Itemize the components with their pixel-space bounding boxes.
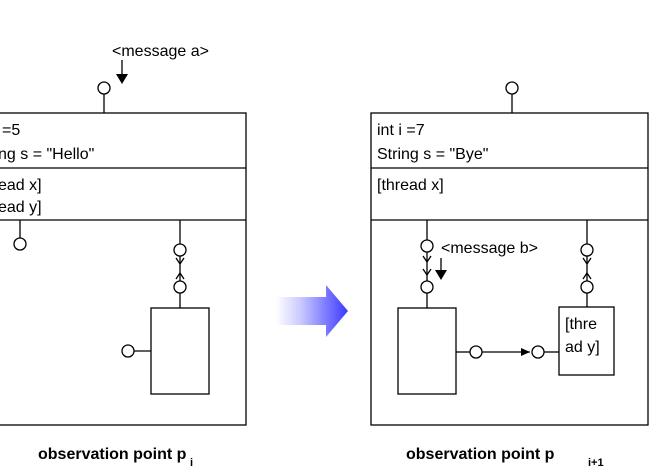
left-state-line-1: =5 bbox=[2, 122, 20, 139]
left-thread-line-1: ead x] bbox=[0, 177, 42, 194]
right-left-connector-arrow-up bbox=[422, 255, 432, 264]
right-left-connector-port-lower bbox=[420, 280, 434, 294]
left-object: <message a> =5 ng s = "Hello" ead x] ead… bbox=[0, 43, 247, 426]
right-thread-box-line-2: ad y] bbox=[565, 339, 600, 356]
left-caption-subscript: i bbox=[190, 457, 193, 469]
right-caption-subscript: i+1 bbox=[588, 457, 604, 469]
left-connector-arrow-down bbox=[175, 271, 185, 280]
right-object: int i =7 String s = "Bye" [thread x] <me… bbox=[370, 81, 649, 426]
left-inner-box bbox=[150, 307, 210, 395]
left-connector-port-upper bbox=[173, 243, 187, 257]
left-connector-arrow-up bbox=[175, 257, 185, 266]
right-thread-box-line-1: [thre bbox=[565, 316, 597, 333]
right-message-label: <message b> bbox=[441, 240, 538, 257]
right-link-port-right bbox=[531, 345, 545, 359]
right-inner-box-thread bbox=[558, 306, 615, 376]
right-thread-line-1: [thread x] bbox=[377, 177, 444, 194]
right-left-connector-port-upper bbox=[420, 239, 434, 253]
left-message-arrowhead bbox=[116, 74, 128, 84]
left-state-line-2: ng s = "Hello" bbox=[0, 146, 94, 163]
left-message-label: <message a> bbox=[112, 43, 209, 60]
right-top-port bbox=[505, 81, 519, 95]
right-right-connector-port-upper bbox=[580, 243, 594, 257]
left-connector-port-lower bbox=[173, 280, 187, 294]
left-inner-box-port bbox=[121, 344, 135, 358]
right-left-connector-arrow-down bbox=[422, 268, 432, 277]
right-state-line-1: int i =7 bbox=[377, 122, 425, 139]
left-thread-line-2: ead y] bbox=[0, 199, 42, 216]
right-link-port-left bbox=[469, 345, 483, 359]
right-message-arrowhead bbox=[435, 270, 447, 280]
transition-arrow bbox=[276, 285, 348, 337]
right-right-connector-arrow-down bbox=[582, 271, 592, 280]
right-caption: observation point p bbox=[406, 446, 555, 463]
right-inner-box-left bbox=[397, 307, 457, 395]
right-state-line-2: String s = "Bye" bbox=[377, 146, 488, 163]
left-top-port bbox=[97, 81, 111, 95]
right-right-connector-arrow-up bbox=[582, 257, 592, 266]
left-caption: observation point p bbox=[38, 446, 187, 463]
left-inner-port bbox=[13, 237, 27, 251]
right-right-connector-port-lower bbox=[580, 280, 594, 294]
